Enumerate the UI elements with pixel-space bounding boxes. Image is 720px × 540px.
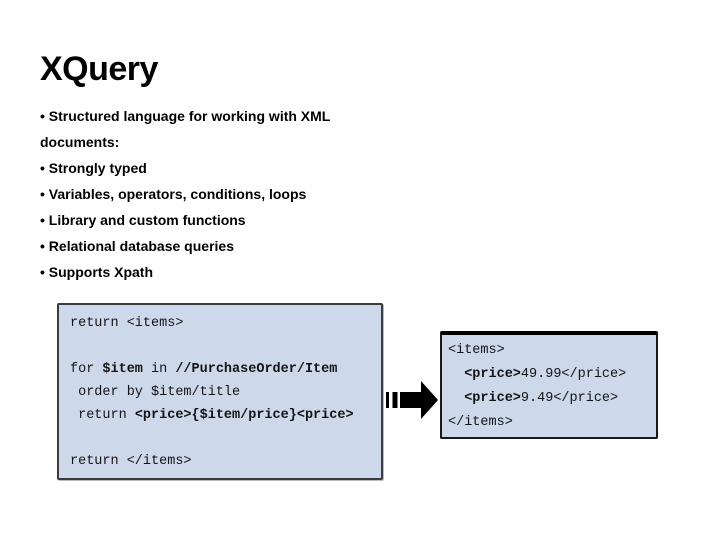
bullet-item: • Library and custom functions	[40, 207, 398, 233]
code-line: <price>9.49</price>	[448, 387, 656, 411]
bullet-text: Strongly typed	[48, 160, 147, 176]
striped-right-arrow-icon	[386, 381, 438, 419]
bullet-item: • Variables, operators, conditions, loop…	[40, 181, 398, 207]
bullet-item: • Strongly typed	[40, 155, 398, 181]
code-segment	[448, 367, 464, 382]
code-line: </items>	[448, 411, 656, 435]
code-segment: 49.99</price>	[520, 367, 627, 382]
code-line: return </items>	[70, 450, 381, 473]
code-line: <price>49.99</price>	[448, 363, 656, 387]
bullet-list: • Structured language for working with X…	[40, 103, 398, 285]
code-line	[70, 427, 381, 450]
bullet-text: Library and custom functions	[48, 212, 246, 228]
code-segment	[448, 391, 464, 406]
bullet-marker: •	[40, 238, 49, 254]
code-segment-bold: <price>	[464, 391, 521, 406]
code-segment-bold: <price>{$item/price}<price>	[134, 408, 354, 423]
code-segment: in	[142, 362, 176, 377]
bullet-text: Supports Xpath	[48, 264, 154, 280]
slide-title: XQuery	[40, 50, 158, 88]
bullet-marker: •	[40, 108, 49, 124]
bullet-text: Variables, operators, conditions, loops	[48, 186, 307, 202]
code-segment: </items>	[448, 415, 513, 430]
code-segment-bold: $item	[102, 362, 143, 377]
bullet-item: • Supports Xpath	[40, 259, 398, 285]
code-line: for $item in //PurchaseOrder/Item	[70, 358, 381, 381]
code-line: <items>	[448, 339, 656, 363]
code-segment: return <items>	[70, 316, 184, 331]
code-line: return <price>{$item/price}<price>	[70, 404, 381, 427]
code-line: return <items>	[70, 312, 381, 335]
code-box-query: return <items> for $item in //PurchaseOr…	[57, 303, 383, 480]
code-query-body: return <items> for $item in //PurchaseOr…	[70, 312, 381, 473]
bullet-item: • Structured language for working with X…	[40, 103, 398, 155]
bullet-text: Relational database queries	[48, 238, 234, 254]
code-segment-bold: <price>	[464, 367, 521, 382]
code-segment: for	[70, 362, 103, 377]
bullet-marker: •	[40, 212, 49, 228]
bullet-text: Structured language for working with XML…	[40, 108, 331, 150]
bullet-marker: •	[40, 264, 49, 280]
bullet-item: • Relational database queries	[40, 233, 398, 259]
code-segment: order by $item/title	[70, 385, 241, 400]
bullet-marker: •	[40, 160, 49, 176]
code-line	[70, 335, 381, 358]
code-segment: return	[70, 408, 135, 423]
code-line: order by $item/title	[70, 381, 381, 404]
code-segment-bold: //PurchaseOrder/Item	[175, 362, 338, 377]
code-result-body: <items> <price>49.99</price> <price>9.49…	[448, 339, 656, 435]
code-box-result: <items> <price>49.99</price> <price>9.49…	[440, 331, 658, 439]
code-segment: return </items>	[70, 454, 192, 469]
code-segment: 9.49</price>	[520, 391, 619, 406]
bullet-marker: •	[40, 186, 49, 202]
code-segment: <items>	[448, 343, 505, 358]
